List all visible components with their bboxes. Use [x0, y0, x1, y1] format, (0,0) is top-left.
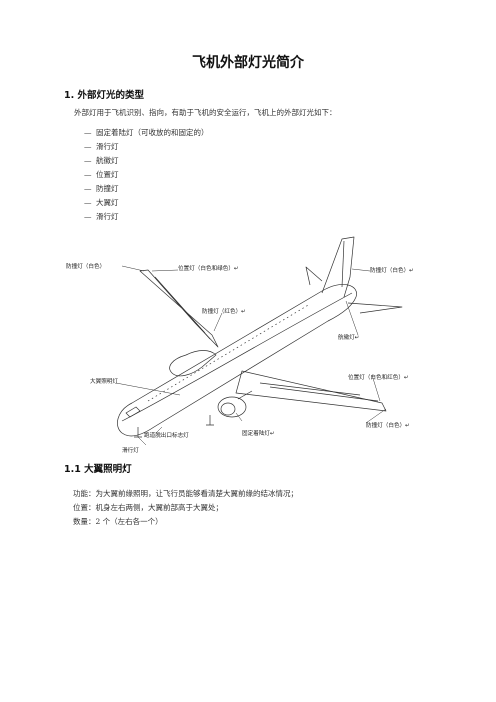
right-engine-pylon	[237, 390, 253, 400]
list-item: — 大翼灯	[84, 196, 209, 210]
right-engine	[217, 396, 247, 418]
label-left-anticollision-white: 防撞灯（白色）	[66, 262, 105, 270]
passenger-windows	[147, 303, 311, 402]
list-item-text: 固定着陆灯（可收放的和固定的）	[96, 128, 209, 137]
vertical-stabilizer	[321, 236, 355, 298]
label-landing-light: 固定着陆灯↵	[242, 429, 275, 437]
label-tail-anticollision: 防撞灯（白色）↵	[370, 266, 414, 274]
page-title: 飞机外部灯光简介	[192, 55, 304, 71]
label-taxi-light: 滑行灯	[122, 446, 139, 454]
label-right-position-light: 位置灯（白色和红色）↵	[348, 373, 409, 381]
dash-marker: —	[84, 198, 92, 207]
label-left-position-light: 位置灯（白色和绿色）↵	[178, 264, 239, 272]
light-type-list: — 固定着陆灯（可收放的和固定的） — 滑行灯 — 航徽灯 — 位置灯 — 防撞灯 — 大翼…	[84, 126, 209, 224]
list-item: — 滑行灯	[84, 140, 209, 154]
dash-marker: —	[84, 128, 92, 137]
right-wing-flaps	[259, 382, 379, 402]
fuselage	[117, 284, 357, 437]
dash-marker: —	[84, 170, 92, 179]
dash-marker: —	[84, 142, 92, 151]
fuselage-stripe	[121, 292, 353, 422]
list-item-text: 位置灯	[96, 170, 119, 179]
dash-marker: —	[84, 156, 92, 165]
list-item: — 防撞灯	[84, 182, 209, 196]
list-item-text: 大翼灯	[96, 198, 119, 207]
label-runway-turnoff-light: 跑道脱出口标志灯	[144, 431, 189, 439]
leader-lines	[115, 265, 387, 446]
list-item-text: 防撞灯	[96, 184, 119, 193]
horizontal-stabilizer	[347, 302, 403, 314]
left-wing	[139, 269, 219, 348]
list-item-text: 滑行灯	[96, 142, 119, 151]
detail-line-function: 功能：为大翼前缘照明，让飞行员能够看清楚大翼前缘的结冰情况；	[73, 489, 298, 498]
label-logo-light: 航徽灯↵	[338, 333, 359, 341]
detail-line-quantity: 数量：2 个（左右各一个）	[73, 517, 163, 526]
list-item-text: 滑行灯	[96, 212, 119, 221]
section-heading-1: 1. 外部灯光的类型	[64, 90, 145, 101]
wing-light-details: 功能：为大翼前缘照明，让飞行员能够看清楚大翼前缘的结冰情况； 位置：机身左右两侧…	[73, 487, 298, 529]
section-heading-1-1: 1.1 大翼照明灯	[64, 464, 132, 475]
list-item: — 滑行灯	[84, 210, 209, 224]
list-item: — 固定着陆灯（可收放的和固定的）	[84, 126, 209, 140]
rudder-line	[341, 240, 345, 288]
label-wing-light: 大翼照明灯	[90, 377, 118, 385]
list-item: — 航徽灯	[84, 154, 209, 168]
dash-marker: —	[84, 212, 92, 221]
label-top-anticollision-red: 防撞灯（红色）↵	[202, 307, 246, 315]
left-engine	[169, 350, 217, 377]
horizontal-stabilizer-left	[305, 266, 323, 286]
aircraft-lighting-diagram: 防撞灯（白色） 位置灯（白色和绿色）↵ 防撞灯（白色）↵ 防撞灯（红色）↵ 航徽…	[66, 236, 414, 454]
cockpit-windows	[125, 406, 141, 418]
intro-paragraph: 外部灯用于飞机识别、指向，有助于飞机的安全运行，飞机上的外部灯光如下：	[74, 108, 337, 117]
list-item: — 位置灯	[84, 168, 209, 182]
main-gear	[206, 415, 214, 426]
right-engine-intake	[220, 402, 236, 416]
label-right-anticollision-white: 防撞灯（白色）↵	[366, 421, 410, 429]
list-item-text: 航徽灯	[96, 156, 119, 165]
dash-marker: —	[84, 184, 92, 193]
detail-line-location: 位置：机身左右两侧，大翼前部高于大翼处；	[73, 503, 223, 512]
left-wing-flaps	[154, 276, 211, 340]
